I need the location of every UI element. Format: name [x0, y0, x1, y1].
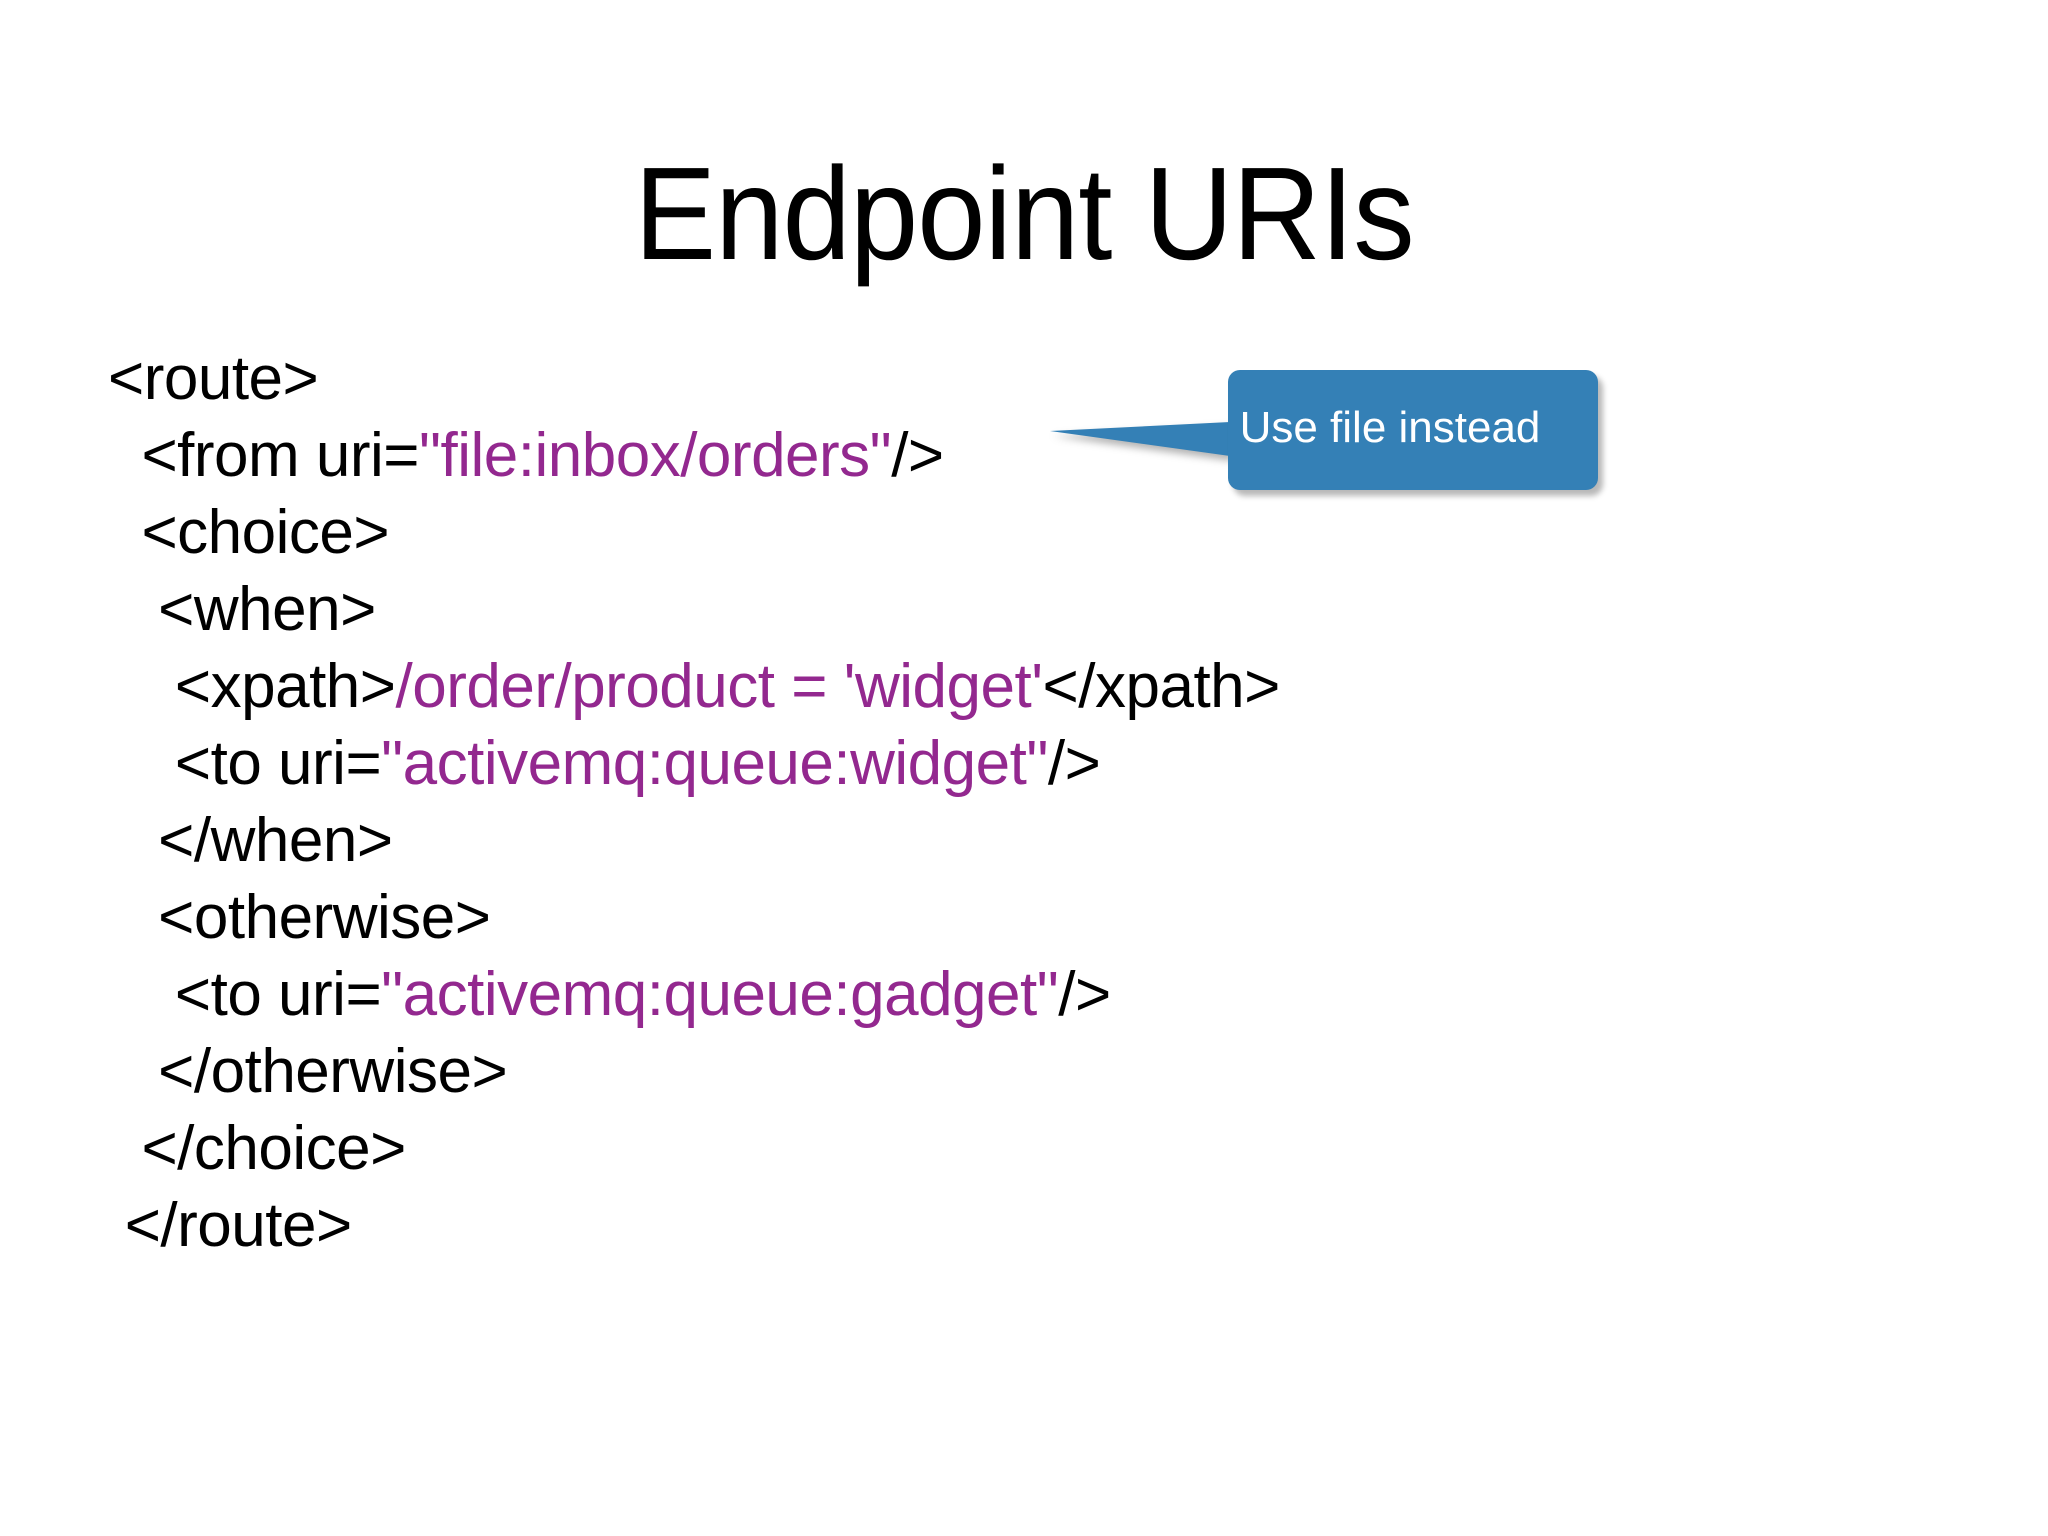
code-line: <from uri="file:inbox/orders"/>: [108, 417, 1808, 494]
code-line: <to uri="activemq:queue:widget"/>: [108, 725, 1808, 802]
code-tag-open: <xpath>: [108, 652, 396, 721]
code-line: </route>: [108, 1187, 1808, 1264]
code-line: </when>: [108, 802, 1808, 879]
code-tag-close: />: [1058, 960, 1111, 1029]
code-line: </otherwise>: [108, 1033, 1808, 1110]
callout-bubble: [1228, 370, 1598, 490]
code-tag-close: </xpath>: [1042, 652, 1281, 721]
page-title: Endpoint URIs: [634, 140, 1414, 287]
code-line: </choice>: [108, 1110, 1808, 1187]
code-line: <otherwise>: [108, 879, 1808, 956]
callout-annotation: Use file instead: [1050, 370, 1598, 490]
code-tag-close: />: [1047, 729, 1101, 798]
code-value: "file:inbox/orders": [419, 421, 892, 490]
code-tag-open: </route>: [108, 1191, 352, 1260]
code-value: "activemq:queue:gadget": [381, 960, 1059, 1029]
code-line: <to uri="activemq:queue:gadget"/>: [108, 956, 1808, 1033]
code-tag-open: <otherwise>: [108, 883, 491, 952]
code-tag-open: </when>: [108, 806, 393, 875]
code-value: /order/product = 'widget': [395, 652, 1044, 721]
code-tag-open: <to uri=: [108, 729, 382, 798]
code-tag-open: <when>: [108, 575, 376, 644]
callout-label: Use file instead: [1239, 403, 1541, 452]
code-line: <route>: [108, 340, 1808, 417]
code-line: <choice>: [108, 494, 1808, 571]
code-tag-open: <from uri=: [108, 421, 419, 490]
code-tag-close: />: [891, 421, 944, 490]
code-tag-open: <choice>: [108, 498, 390, 567]
code-value: "activemq:queue:widget": [381, 729, 1048, 798]
callout-tail-icon: [1050, 422, 1230, 456]
code-line: <when>: [108, 571, 1808, 648]
code-block: <route> <from uri="file:inbox/orders"/> …: [108, 340, 1808, 1264]
code-line: <xpath>/order/product = 'widget'</xpath>: [108, 648, 1808, 725]
code-tag-open: <to uri=: [108, 960, 382, 1029]
code-tag-open: <route>: [108, 344, 319, 413]
code-tag-open: </choice>: [108, 1114, 406, 1183]
code-tag-open: </otherwise>: [108, 1037, 508, 1106]
